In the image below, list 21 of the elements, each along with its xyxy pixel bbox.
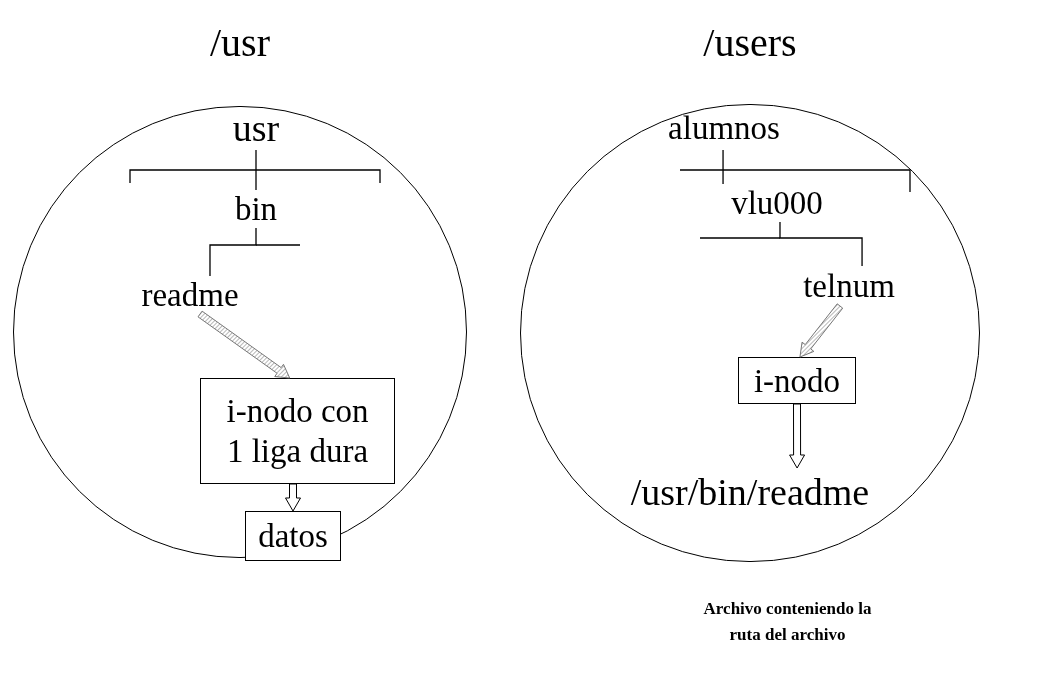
file-name: usr — [216, 106, 296, 150]
caption-note: Archivo conteniendo la ruta del archivo — [702, 598, 873, 646]
file-name: vlu000 — [712, 184, 842, 222]
inode-box: i-nodo — [738, 357, 856, 404]
file-name: alumnos — [656, 106, 792, 150]
file-name: bin — [221, 190, 291, 228]
file-name: /usr/bin/readme — [600, 468, 900, 516]
tree-line — [209, 227, 257, 277]
inode-box: i-nodo con 1 liga dura — [200, 378, 395, 484]
tree-line — [255, 149, 257, 191]
tree-line — [722, 149, 724, 185]
tree-line — [779, 221, 863, 267]
hatched-arrow — [799, 303, 844, 358]
file-name: readme — [122, 276, 258, 314]
inode-box: datos — [245, 511, 341, 561]
file-name: telnum — [788, 266, 910, 306]
directory-heading: /users — [702, 20, 798, 66]
directory-heading: /usr — [209, 20, 271, 66]
hatched-arrow — [197, 310, 291, 379]
hollow-arrow — [285, 483, 301, 512]
hollow-arrow — [789, 403, 806, 469]
